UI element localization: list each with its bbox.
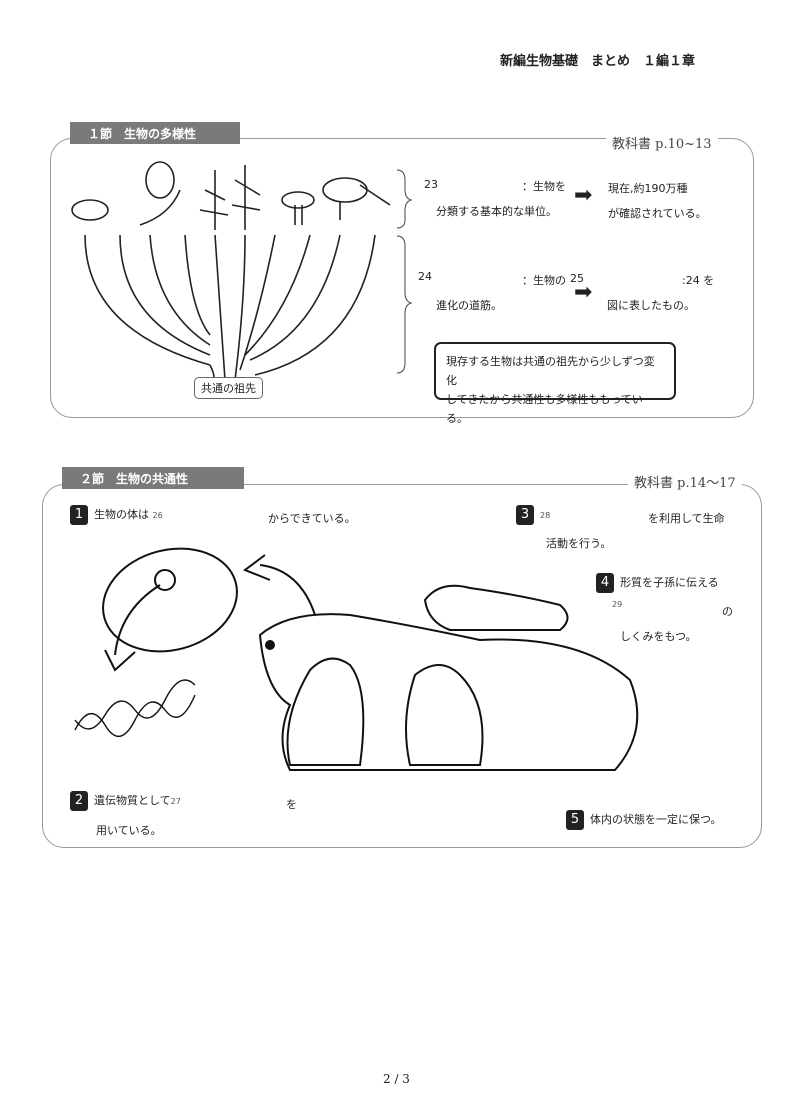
number-badge: 2 bbox=[70, 791, 88, 811]
p4-post: の bbox=[722, 605, 733, 618]
note-line1: 現存する生物は共通の祖先から少しずつ変化 bbox=[446, 355, 655, 387]
section2-title: ２節 生物の共通性 bbox=[62, 467, 244, 489]
item23-result2: が確認されている。 bbox=[608, 207, 707, 220]
point-5: 5 体内の状態を一定に保つ。 bbox=[566, 810, 722, 830]
item23-text2: 分類する基本的な単位。 bbox=[436, 205, 557, 218]
item24-result2: 図に表したもの。 bbox=[607, 299, 695, 312]
number-badge: 4 bbox=[596, 573, 614, 593]
blank-26-number: 26 bbox=[152, 511, 163, 520]
section1-box bbox=[50, 138, 754, 418]
p2-post: を bbox=[286, 798, 297, 811]
blank-25-number: 25 bbox=[570, 272, 584, 285]
common-ancestor-label: 共通の祖先 bbox=[194, 377, 263, 399]
item23-result1: 現在,約190万種 bbox=[608, 182, 688, 195]
blank-28-number: 28 bbox=[540, 511, 551, 520]
point-4: 4 形質を子孫に伝える bbox=[596, 573, 719, 593]
section2-textbook-ref: 教科書 p.14〜17 bbox=[628, 472, 742, 491]
p1-pre: 生物の体は bbox=[94, 508, 149, 521]
section1-title: １節 生物の多様性 bbox=[70, 122, 240, 144]
blank-27-number: 27 bbox=[170, 797, 181, 806]
section2-box bbox=[42, 484, 762, 848]
right-arrow-icon: ➡ bbox=[574, 280, 593, 305]
p2-line2: 用いている。 bbox=[96, 824, 162, 837]
number-badge: 3 bbox=[516, 505, 534, 525]
item24-result1: :24 を bbox=[682, 274, 715, 287]
item24-text1: ：生物の bbox=[522, 274, 566, 287]
p2-pre: 遺伝物質として bbox=[94, 794, 171, 807]
note-line2: してきたから共通性も多様性ももっている。 bbox=[446, 393, 643, 425]
item23-text1: ：生物を bbox=[522, 180, 566, 193]
blank-23-number: 23 bbox=[424, 178, 438, 191]
p1-post: からできている。 bbox=[268, 512, 356, 525]
item24-text2: 進化の道筋。 bbox=[436, 299, 502, 312]
point-3: 3 28 bbox=[516, 505, 550, 525]
blank-24-number: 24 bbox=[418, 270, 432, 283]
page-number: 2 / 3 bbox=[383, 1072, 410, 1086]
p4-line2: しくみをもつ。 bbox=[620, 630, 697, 643]
p4-pre: 形質を子孫に伝える bbox=[620, 576, 719, 589]
section1-textbook-ref: 教科書 p.10~13 bbox=[606, 133, 718, 152]
summary-note: 現存する生物は共通の祖先から少しずつ変化 してきたから共通性も多様性ももっている… bbox=[434, 342, 676, 425]
number-badge: 1 bbox=[70, 505, 88, 525]
brace-icon bbox=[396, 169, 413, 374]
blank-29-number: 29 bbox=[612, 600, 623, 609]
p3-post: を利用して生命 bbox=[648, 512, 725, 525]
p3-line2: 活動を行う。 bbox=[546, 537, 612, 550]
point-2: 2 遺伝物質として27 bbox=[70, 791, 181, 811]
point-1: 1 生物の体は 26 bbox=[70, 505, 163, 525]
page-header: 新編生物基礎 まとめ １編１章 bbox=[500, 54, 696, 69]
cell-dna-bear-illustration bbox=[74, 547, 639, 771]
right-arrow-icon: ➡ bbox=[574, 183, 593, 208]
phylogenetic-tree-illustration bbox=[71, 161, 391, 384]
p5-text: 体内の状態を一定に保つ。 bbox=[590, 813, 722, 826]
number-badge: 5 bbox=[566, 810, 584, 830]
